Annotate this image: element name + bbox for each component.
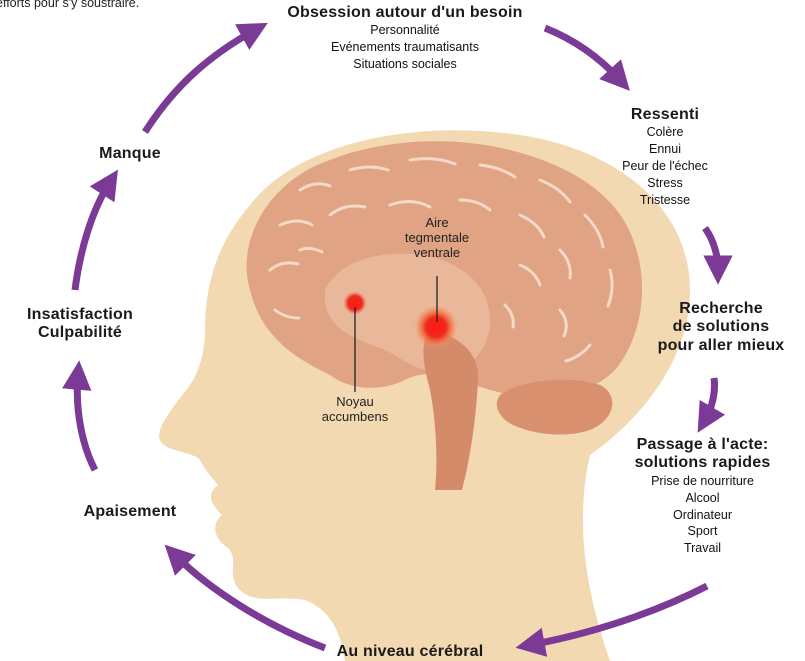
passage-item: Ordinateur: [610, 507, 795, 524]
label-aire-tegmentale: Aire tegmentale ventrale: [382, 216, 492, 261]
ressenti-item: Stress: [600, 175, 730, 192]
obsession-item: Situations sociales: [250, 56, 560, 73]
aire-line: ventrale: [382, 246, 492, 261]
arrow-apaisement-to-insatisfaction: [77, 375, 95, 470]
ressenti-item: Tristesse: [600, 192, 730, 209]
passage-line: solutions rapides: [610, 454, 795, 472]
arrow-recherche-to-passage: [705, 378, 715, 420]
top-fragment-text: efforts pour s'y soustraire.: [0, 0, 139, 10]
arrow-ressenti-to-recherche: [705, 228, 718, 270]
ressenti-title: Ressenti: [600, 106, 730, 124]
label-passage: Passage à l'acte: solutions rapides Pris…: [610, 436, 795, 557]
recherche-line: de solutions: [645, 318, 797, 336]
label-apaisement: Apaisement: [55, 503, 205, 521]
aire-line: Aire: [382, 216, 492, 231]
aire-tegmentale-hotspot: [414, 305, 458, 349]
insatisfaction-line: Culpabilité: [10, 324, 150, 342]
obsession-item: Personnalité: [250, 22, 560, 39]
obsession-title: Obsession autour d'un besoin: [250, 4, 560, 22]
label-obsession: Obsession autour d'un besoin Personnalit…: [250, 4, 560, 73]
label-cerebral: Au niveau cérébral: [300, 643, 520, 661]
passage-item: Travail: [610, 540, 795, 557]
passage-item: Sport: [610, 523, 795, 540]
noyau-line: accumbens: [300, 410, 410, 425]
aire-line: tegmentale: [382, 231, 492, 246]
passage-item: Prise de nourriture: [610, 473, 795, 490]
ressenti-item: Peur de l'échec: [600, 158, 730, 175]
noyau-line: Noyau: [300, 395, 410, 410]
arrow-manque-to-obsession: [145, 30, 255, 132]
ressenti-item: Ennui: [600, 141, 730, 158]
label-insatisfaction: Insatisfaction Culpabilité: [10, 306, 150, 343]
arrow-insatisfaction-to-manque: [75, 182, 110, 290]
obsession-item: Evénements traumatisants: [250, 39, 560, 56]
passage-line: Passage à l'acte:: [610, 436, 795, 454]
recherche-line: Recherche: [645, 300, 797, 318]
label-recherche: Recherche de solutions pour aller mieux: [645, 300, 797, 355]
recherche-line: pour aller mieux: [645, 337, 797, 355]
passage-item: Alcool: [610, 490, 795, 507]
label-manque: Manque: [75, 145, 185, 163]
label-noyau-accumbens: Noyau accumbens: [300, 395, 410, 425]
ressenti-item: Colère: [600, 124, 730, 141]
insatisfaction-line: Insatisfaction: [10, 306, 150, 324]
label-ressenti: Ressenti Colère Ennui Peur de l'échec St…: [600, 106, 730, 209]
